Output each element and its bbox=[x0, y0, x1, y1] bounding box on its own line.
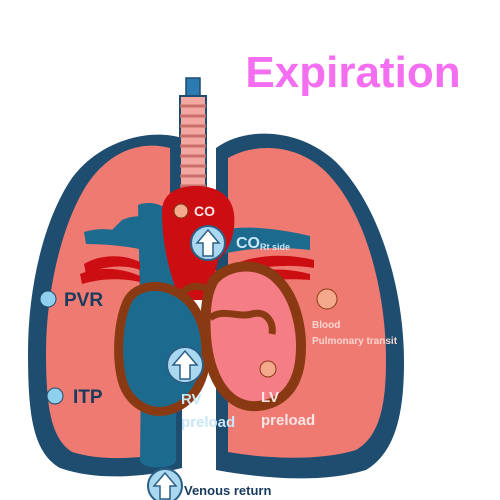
blood-label: Blood bbox=[312, 320, 340, 331]
rv-preload-up-arrow-icon bbox=[166, 346, 204, 384]
pulmonary-transit-label: Pulmonary transit bbox=[312, 336, 398, 347]
pvr-dot-icon bbox=[39, 290, 57, 308]
co-label: CO bbox=[194, 203, 215, 219]
blood-transit-dot-icon bbox=[316, 288, 338, 310]
co-rt-side-label: CORt side bbox=[236, 235, 290, 252]
co-dot-icon bbox=[173, 203, 189, 219]
left-ventricle bbox=[200, 261, 306, 412]
co-rt-side-main: CO bbox=[236, 235, 260, 252]
lv-preload-label-line1: LV bbox=[261, 389, 279, 406]
atrial-wall bbox=[177, 283, 214, 299]
lv-preload-dot-icon bbox=[259, 360, 277, 378]
pvr-label: PVR bbox=[64, 290, 103, 311]
itp-label: ITP bbox=[73, 387, 103, 408]
venous-return-label: Venous return bbox=[184, 483, 271, 498]
venous-return-up-arrow-icon bbox=[147, 468, 183, 500]
co-rt-side-up-arrow-icon bbox=[190, 225, 226, 261]
rv-preload-label-line1: RV bbox=[181, 391, 202, 408]
itp-dot-icon bbox=[46, 387, 64, 405]
co-rt-side-subscript: Rt side bbox=[260, 242, 290, 252]
diagram-title: Expiration bbox=[245, 48, 460, 97]
rv-preload-label-line2: preload bbox=[181, 414, 235, 431]
trachea bbox=[179, 77, 207, 197]
lv-inner-wall bbox=[207, 309, 276, 335]
lv-preload-label-line2: preload bbox=[261, 412, 315, 429]
